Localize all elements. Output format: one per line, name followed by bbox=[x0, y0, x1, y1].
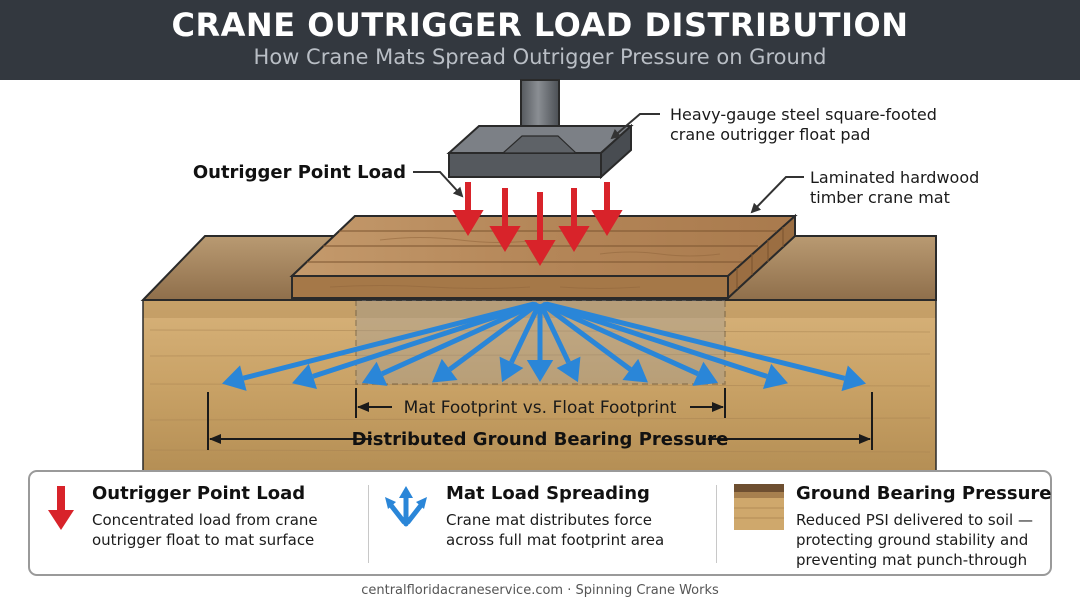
legend-desc-line: preventing mat punch-through bbox=[796, 551, 1028, 569]
legend-title-mat-spreading: Mat Load Spreading bbox=[446, 483, 650, 504]
point-load-arrows bbox=[452, 182, 623, 266]
load-arrow bbox=[591, 182, 623, 236]
page-subtitle: How Crane Mats Spread Outrigger Pressure… bbox=[253, 45, 827, 69]
timber-mat-leader bbox=[750, 176, 804, 214]
spread-arrow bbox=[538, 302, 581, 383]
mat-footprint-dimension: Mat Footprint vs. Float Footprint bbox=[355, 388, 726, 418]
point-load-leader bbox=[413, 171, 464, 198]
footer-credit: centralfloridacraneservice.com · Spinnin… bbox=[361, 583, 719, 598]
point-load-callout: Outrigger Point Load bbox=[193, 162, 406, 183]
soil-layers-icon bbox=[734, 484, 784, 530]
spread-arrow bbox=[432, 301, 540, 383]
spread-arrow bbox=[545, 301, 866, 392]
legend-divider bbox=[368, 485, 369, 563]
load-distribution-diagram: Heavy-gauge steel square-footed crane ou… bbox=[140, 79, 979, 470]
mat-footprint-label: Mat Footprint vs. Float Footprint bbox=[404, 398, 677, 418]
load-arrow bbox=[524, 192, 556, 266]
legend-title-point-load: Outrigger Point Load bbox=[92, 483, 306, 504]
legend-desc-line: Crane mat distributes force bbox=[446, 511, 653, 529]
legend-divider bbox=[716, 485, 717, 563]
distributed-pressure-label: Distributed Ground Bearing Pressure bbox=[352, 429, 729, 450]
load-arrow bbox=[558, 188, 590, 252]
header-banner: CRANE OUTRIGGER LOAD DISTRIBUTION How Cr… bbox=[0, 0, 1080, 80]
spread-arrow bbox=[542, 301, 718, 386]
legend-desc-line: Reduced PSI delivered to soil — bbox=[796, 511, 1033, 529]
legend-desc-line: outrigger float to mat surface bbox=[92, 531, 315, 549]
legend-item-mat-spreading: Mat Load Spreading Crane mat distributes… bbox=[370, 472, 716, 574]
spread-arrow bbox=[544, 301, 788, 389]
distributed-pressure-dimension: Distributed Ground Bearing Pressure bbox=[207, 392, 873, 450]
timber-mat-callout-line-2: timber crane mat bbox=[810, 188, 950, 207]
legend-desc-line: protecting ground stability and bbox=[796, 531, 1029, 549]
legend-desc-ground-pressure: Reduced PSI delivered to soil — protecti… bbox=[796, 510, 1033, 570]
float-pad-callout-line-2: crane outrigger float pad bbox=[670, 125, 870, 144]
spread-arrow bbox=[292, 301, 536, 389]
spread-arrow bbox=[526, 304, 554, 382]
outrigger-float-pad bbox=[446, 79, 634, 180]
legend-desc-line: across full mat footprint area bbox=[446, 531, 665, 549]
legend-panel: Outrigger Point Load Concentrated load f… bbox=[28, 470, 1052, 576]
spread-arrow bbox=[362, 301, 538, 386]
legend-item-point-load: Outrigger Point Load Concentrated load f… bbox=[30, 472, 370, 574]
load-arrow bbox=[452, 182, 484, 236]
legend-desc-point-load: Concentrated load from crane outrigger f… bbox=[92, 510, 318, 550]
spreading-arrows-icon bbox=[385, 486, 427, 527]
float-pad-leader bbox=[610, 113, 660, 140]
down-arrow-icon bbox=[48, 486, 74, 530]
load-arrow bbox=[489, 188, 521, 252]
timber-mat-callout-line-1: Laminated hardwood bbox=[810, 168, 979, 187]
legend-desc-line: Concentrated load from crane bbox=[92, 511, 318, 529]
legend-desc-mat-spreading: Crane mat distributes force across full … bbox=[446, 510, 664, 550]
spread-arrow bbox=[540, 301, 648, 383]
legend-item-ground-pressure: Ground Bearing Pressure Reduced PSI deli… bbox=[718, 472, 1052, 574]
float-pad-callout-line-1: Heavy-gauge steel square-footed bbox=[670, 105, 937, 124]
page-title: CRANE OUTRIGGER LOAD DISTRIBUTION bbox=[171, 6, 909, 44]
spread-arrow bbox=[222, 301, 535, 391]
legend-title-ground-pressure: Ground Bearing Pressure bbox=[796, 483, 1052, 504]
spread-arrow bbox=[499, 302, 542, 383]
spreading-arrows bbox=[222, 301, 866, 392]
